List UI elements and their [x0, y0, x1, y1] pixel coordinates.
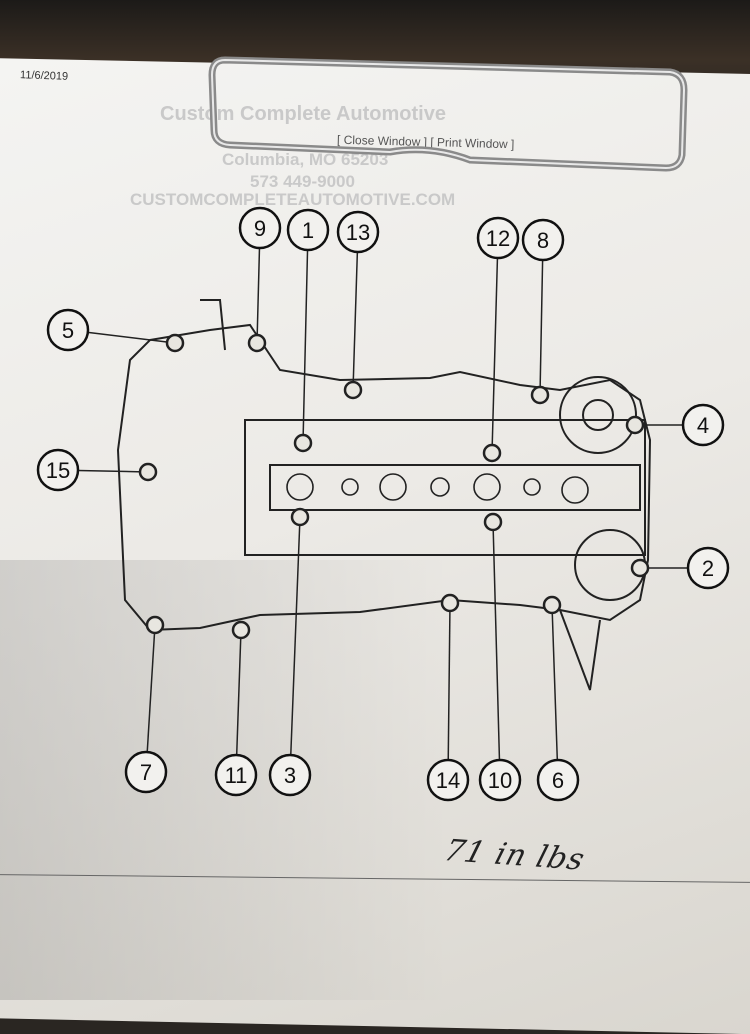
callout-8: 8	[521, 218, 565, 405]
callout-label: 13	[346, 220, 370, 245]
leader-line	[235, 629, 242, 756]
callout-label: 14	[436, 768, 460, 793]
callout-circle	[478, 758, 522, 802]
callout-14: 14	[426, 593, 470, 802]
callout-label: 2	[702, 556, 714, 581]
callout-label: 12	[486, 226, 510, 251]
leader-line	[302, 249, 309, 444]
callout-label: 15	[46, 458, 70, 483]
callout-label: 6	[552, 768, 564, 793]
leader-line	[256, 247, 261, 344]
leader-line	[447, 602, 451, 761]
callout-circle	[521, 218, 565, 262]
callout-4: 4	[625, 403, 725, 447]
callout-label: 4	[697, 413, 709, 438]
leader-line	[290, 516, 301, 756]
leader-line	[492, 521, 501, 761]
leader-line	[146, 624, 156, 753]
callout-1: 1	[286, 208, 330, 453]
bolt-12	[482, 443, 502, 463]
callout-circle	[36, 448, 80, 492]
callout-circle	[286, 208, 330, 252]
leader-line	[491, 257, 499, 454]
callout-label: 1	[302, 218, 314, 243]
callout-6: 6	[536, 595, 580, 802]
callout-label: 7	[140, 760, 152, 785]
callout-label: 8	[537, 228, 549, 253]
bolt-11	[231, 620, 251, 640]
callout-7: 7	[124, 615, 168, 794]
valve-cover-outline	[116, 299, 652, 691]
callout-circle	[686, 546, 730, 590]
shop-website: CUSTOMCOMPLETEAUTOMOTIVE.COM	[130, 190, 456, 209]
callout-label: 10	[488, 768, 512, 793]
bolt-7	[145, 615, 165, 635]
callout-circle	[124, 750, 168, 794]
callout-12: 12	[476, 216, 520, 463]
leader-line	[551, 604, 559, 761]
bolt-5	[165, 333, 185, 353]
bolt-2	[630, 558, 650, 578]
callout-circle	[476, 216, 520, 260]
callout-label: 3	[284, 763, 296, 788]
callout-15: 15	[36, 448, 158, 492]
shadow	[0, 560, 750, 1000]
leader-line	[77, 469, 149, 473]
cam-bores	[286, 473, 589, 504]
bolt-4	[625, 415, 645, 435]
callout-label: 11	[225, 763, 248, 788]
callout-circle	[426, 758, 470, 802]
callout-circle	[238, 206, 282, 250]
bolt-6	[542, 595, 562, 615]
callout-13: 13	[336, 210, 380, 400]
callout-10: 10	[478, 512, 522, 802]
bolt-15	[138, 462, 158, 482]
bolt-8	[530, 385, 550, 405]
bolt-9	[247, 333, 267, 353]
leader-line	[87, 331, 176, 344]
callout-9: 9	[238, 206, 282, 353]
leader-line	[539, 259, 544, 396]
callout-circle	[46, 308, 90, 352]
callout-circle	[536, 758, 580, 802]
bolt-3	[290, 507, 310, 527]
callout-5: 5	[46, 308, 185, 353]
callout-circle	[214, 753, 258, 797]
bolt-1	[293, 433, 313, 453]
callout-3: 3	[268, 507, 312, 797]
bolt-10	[483, 512, 503, 532]
shop-phone: 573 449-9000	[250, 172, 355, 191]
callout-circle	[268, 753, 312, 797]
callout-11: 11	[214, 620, 258, 797]
leader-line	[352, 251, 359, 391]
bolt-13	[343, 380, 363, 400]
callout-label: 5	[62, 318, 74, 343]
clipboard-clip	[208, 56, 688, 172]
callout-circle	[681, 403, 725, 447]
shop-city: Columbia, MO 65203	[222, 150, 389, 169]
callout-2: 2	[630, 546, 730, 590]
shop-name: Custom Complete Automotive	[160, 103, 446, 125]
callout-circle	[336, 210, 380, 254]
callout-label: 9	[254, 216, 266, 241]
bolt-14	[440, 593, 460, 613]
